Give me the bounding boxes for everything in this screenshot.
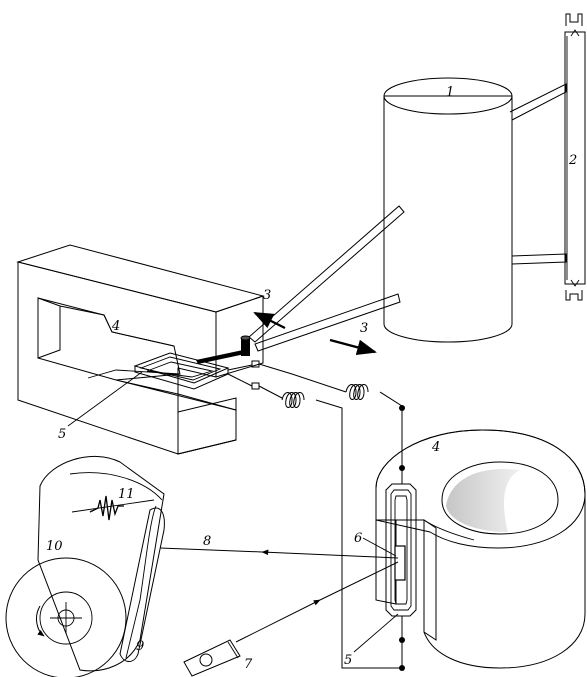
coil-right-label: 5	[344, 653, 352, 668]
coil-right: 6 5	[344, 472, 417, 668]
coil-left-label: 5	[58, 427, 66, 442]
scale-label: 2	[568, 153, 577, 168]
beam-label: 8	[203, 534, 211, 549]
magnet-right-label: 4	[431, 440, 440, 455]
lamp-label: 7	[244, 657, 253, 672]
cylinder-label: 1	[446, 85, 454, 100]
mirror-label: 6	[354, 531, 362, 546]
scale-rods	[509, 83, 567, 265]
motion-arrows: 3 3	[253, 288, 377, 356]
upper-lead-wire	[258, 363, 405, 472]
lamp: 7	[183, 639, 253, 677]
rotor-spindle	[196, 335, 251, 364]
light-beams: 8	[159, 534, 399, 643]
recording-drum: 11 10 9	[5, 455, 165, 677]
motion-label-b: 3	[360, 321, 368, 336]
trace-label: 11	[118, 487, 135, 502]
ring-magnet: 4	[375, 429, 586, 669]
spool-label: 9	[136, 639, 144, 654]
coil-left: 5	[58, 352, 260, 442]
cylinder: 1	[383, 77, 513, 343]
magnet-left-label: 4	[111, 319, 120, 334]
suspension-rods	[248, 205, 405, 352]
horseshoe-magnet: 4	[16, 244, 265, 455]
drum-label: 10	[46, 539, 63, 554]
scale: 2	[564, 13, 586, 301]
lower-lead-wire	[258, 385, 405, 671]
motion-label-a: 3	[263, 288, 271, 303]
